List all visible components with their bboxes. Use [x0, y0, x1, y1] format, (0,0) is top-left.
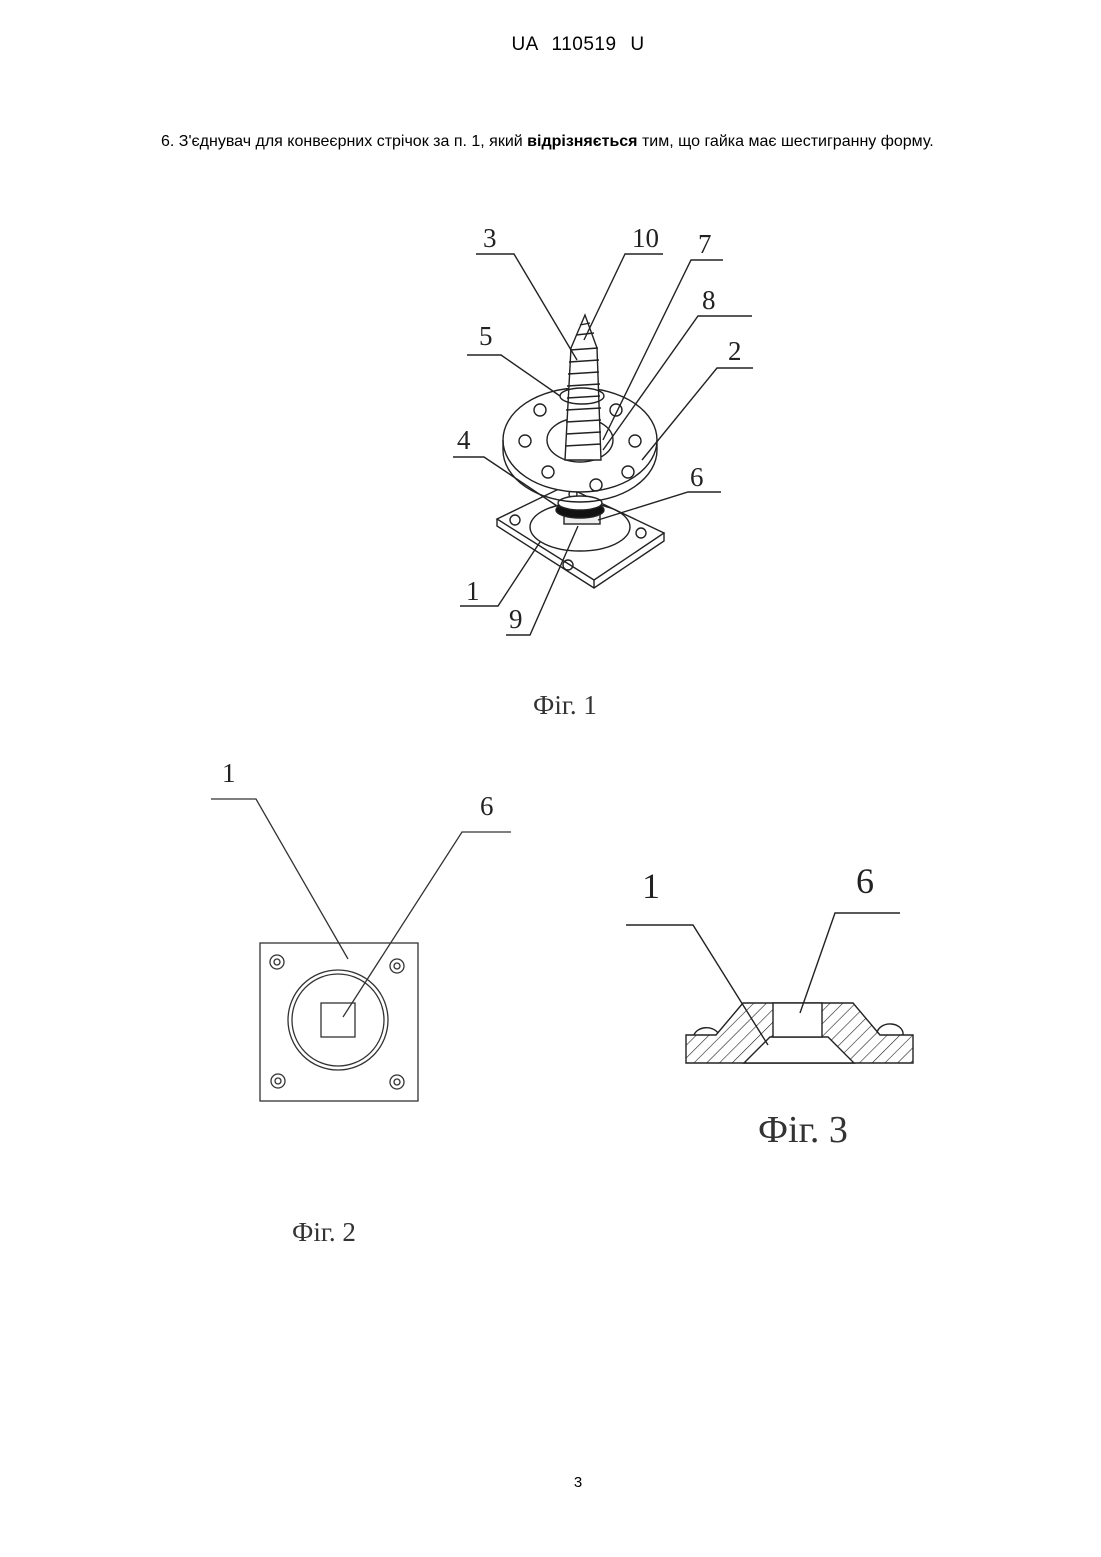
figure-2-drawing [211, 799, 511, 1101]
figure-3-drawing [626, 913, 913, 1063]
fig1-label-6: 6 [690, 462, 704, 492]
figure-1-caption: Фіг. 1 [533, 690, 597, 721]
fig3-label-6: 6 [856, 861, 874, 901]
fig1-label-1: 1 [466, 576, 480, 606]
fig2-label-1: 1 [222, 758, 236, 788]
fig1-label-5: 5 [479, 321, 493, 351]
figure-3-caption: Фіг. 3 [758, 1108, 848, 1152]
fig3-label-1: 1 [642, 866, 660, 906]
page-number: 3 [0, 1474, 1101, 1491]
fig1-label-7: 7 [698, 229, 712, 259]
fig1-label-10: 10 [632, 223, 659, 253]
fig1-label-9: 9 [509, 604, 523, 634]
figure-3-labels: 1 6 [642, 861, 874, 906]
fig2-label-6: 6 [480, 791, 494, 821]
fig1-label-8: 8 [702, 285, 716, 315]
fig1-label-4: 4 [457, 425, 471, 455]
fig1-label-2: 2 [728, 336, 742, 366]
fig1-label-3: 3 [483, 223, 497, 253]
figure-2-caption: Фіг. 2 [292, 1217, 356, 1248]
